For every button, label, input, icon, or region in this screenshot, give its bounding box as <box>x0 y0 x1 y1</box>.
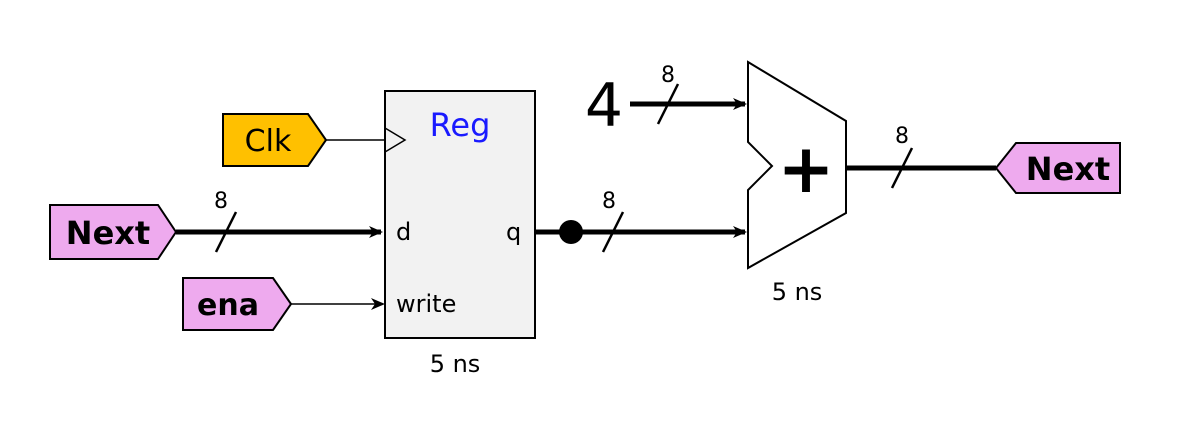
next-output-label: Next <box>1026 150 1110 188</box>
ena-tag-shape <box>182 277 293 331</box>
register-box <box>384 90 536 339</box>
next-input-tag-shape <box>49 204 178 260</box>
adder-delay: 5 ns <box>772 278 823 306</box>
register-port-d: d <box>396 218 411 246</box>
next-to-d-bus-width: 8 <box>214 189 228 214</box>
next-to-d-bus-slash <box>214 211 238 253</box>
adder-plus-symbol: + <box>778 130 835 209</box>
ena-label: ena <box>197 288 259 323</box>
adder-output-bus-slash <box>890 147 914 189</box>
register-title: Reg <box>430 106 491 144</box>
adder-constant-four: 4 <box>585 71 623 141</box>
register-port-write: write <box>396 290 456 318</box>
q-junction-dot <box>559 220 583 244</box>
next-output-signal-tag: Next <box>994 142 1121 194</box>
register-port-q: q <box>506 218 521 246</box>
q-to-adder-bus-slash <box>601 211 625 253</box>
clk-signal-tag: Clk <box>222 113 328 167</box>
ena-signal-tag: ena <box>182 277 293 331</box>
clk-tag-shape <box>222 113 328 167</box>
register-delay: 5 ns <box>430 350 481 378</box>
next-output-tag-shape <box>994 142 1121 194</box>
adder-output-bus-width: 8 <box>895 124 909 149</box>
next-input-signal-tag: Next <box>49 204 178 260</box>
constant-to-adder-bus-slash <box>656 83 680 125</box>
clk-label: Clk <box>245 124 292 159</box>
q-to-adder-bus-width: 8 <box>602 189 616 214</box>
adder-block: + <box>747 60 847 270</box>
constant-to-adder-bus-width: 8 <box>661 63 675 88</box>
next-input-label: Next <box>66 214 150 252</box>
register-block: Reg d q write <box>384 90 536 339</box>
adder-shape <box>747 60 847 270</box>
clock-edge-triangle <box>384 127 407 153</box>
